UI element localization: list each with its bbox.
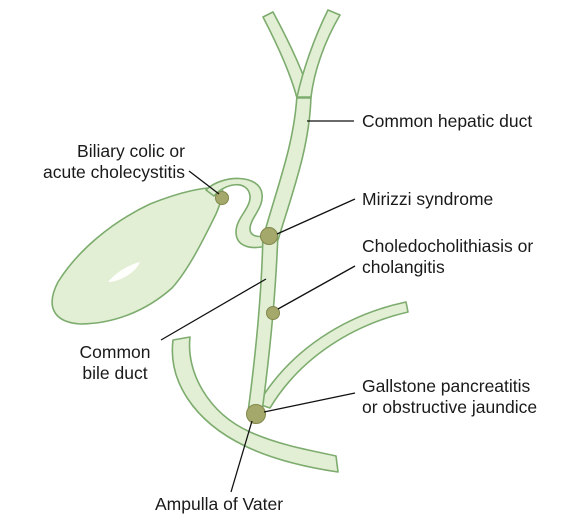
leader-common-bile-duct xyxy=(161,279,266,340)
label-gallstone-line1: Gallstone pancreatitis xyxy=(362,376,537,397)
label-ampulla-of-vater: Ampulla of Vater xyxy=(155,494,283,515)
label-common-bile-duct-line1: Common xyxy=(62,342,168,363)
label-choledocholithiasis: Choledocholithiasis or cholangitis xyxy=(362,236,533,278)
label-common-bile-duct: Common bile duct xyxy=(62,342,168,384)
label-choledocho-line1: Choledocholithiasis or xyxy=(362,236,533,257)
stone-cbd xyxy=(267,307,280,320)
common-hepatic-duct-shape xyxy=(263,95,311,240)
label-gallstone-line2: or obstructive jaundice xyxy=(362,397,537,418)
right-hepatic-branch xyxy=(297,10,340,97)
leader-choledocho xyxy=(278,266,355,309)
label-biliary-colic: Biliary colic or acute cholecystitis xyxy=(8,141,185,183)
label-mirizzi-syndrome: Mirizzi syndrome xyxy=(362,189,493,210)
label-gallstone-pancreatitis: Gallstone pancreatitis or obstructive ja… xyxy=(362,376,537,418)
stone-mirizzi xyxy=(261,228,278,245)
label-common-hepatic-duct: Common hepatic duct xyxy=(362,111,532,132)
label-biliary-colic-line2: acute cholecystitis xyxy=(8,162,185,183)
label-common-bile-duct-line2: bile duct xyxy=(62,363,168,384)
label-choledocho-line2: cholangitis xyxy=(362,257,533,278)
gallbladder xyxy=(52,188,222,324)
label-biliary-colic-line1: Biliary colic or xyxy=(8,141,185,162)
stone-ampulla xyxy=(247,405,266,424)
